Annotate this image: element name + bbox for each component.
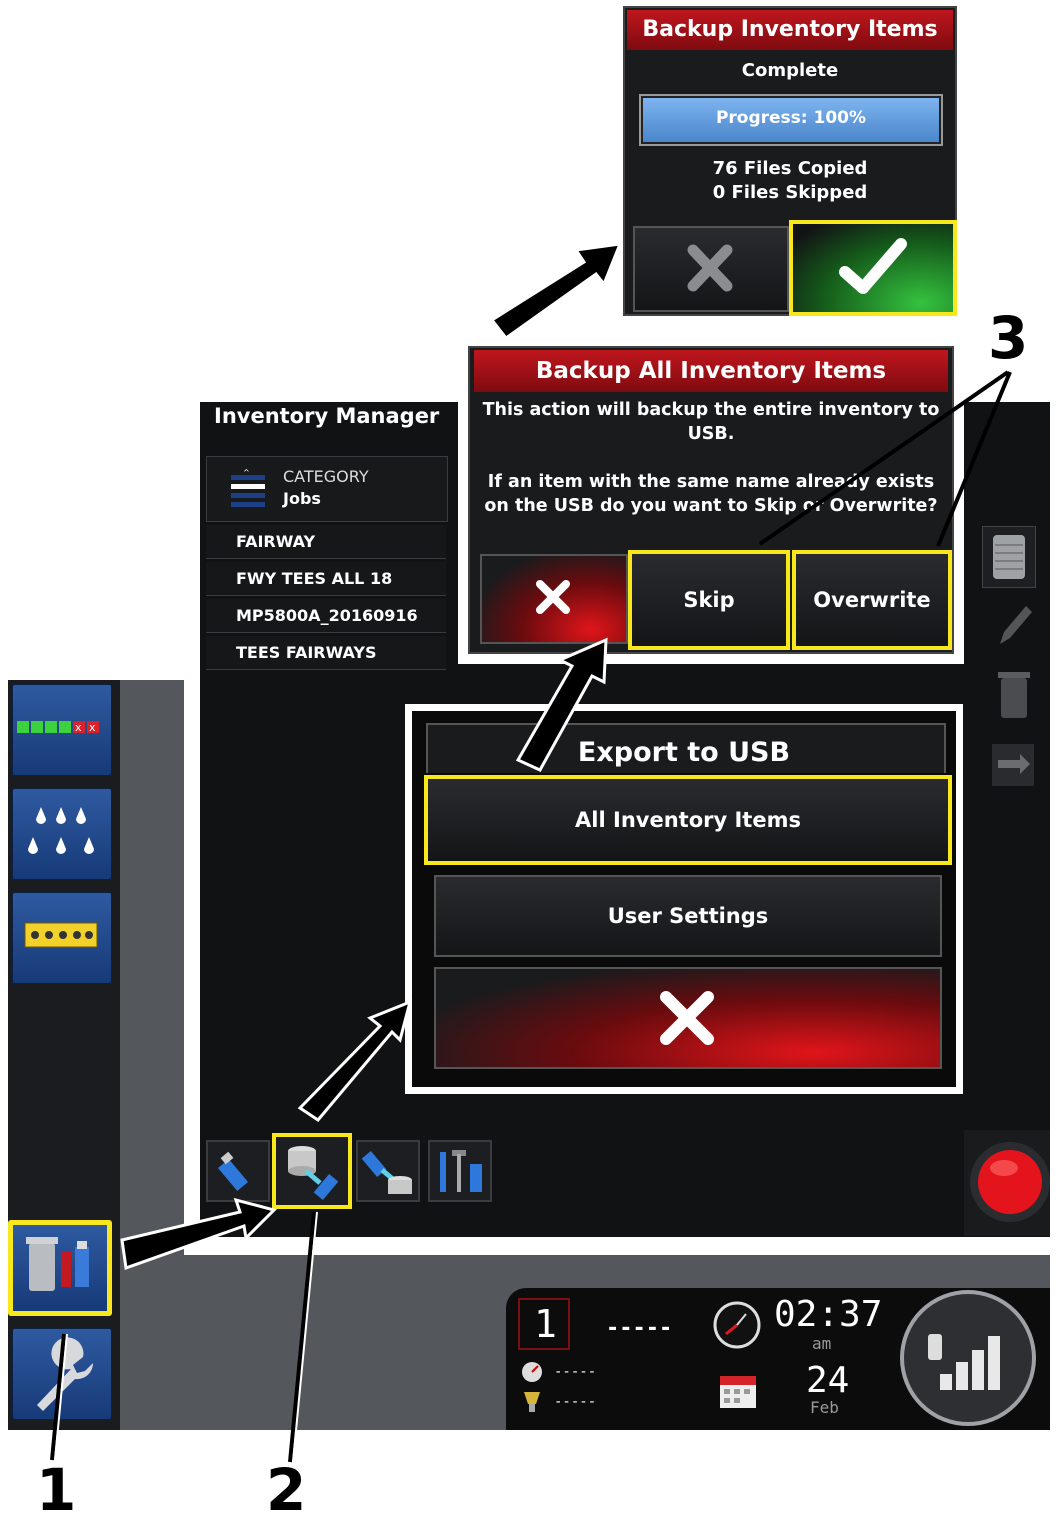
nozzle-icon	[524, 1392, 540, 1412]
cancel-button[interactable]	[434, 967, 942, 1069]
page-title: Inventory Manager	[214, 404, 440, 428]
pencil-icon[interactable]	[994, 600, 1034, 650]
usb-to-database-icon	[361, 1150, 412, 1194]
cancel-button[interactable]	[480, 554, 628, 644]
wrench-icon	[37, 1337, 94, 1411]
category-selector[interactable]: ^ CATEGORY Jobs	[206, 456, 448, 522]
status-bar: 1 ----- ----- ----- 02:37 am 24 Feb	[506, 1288, 1050, 1430]
clock-ampm: am	[812, 1334, 832, 1353]
import-from-usb-tab[interactable]	[356, 1140, 420, 1202]
list-scroll-icon	[993, 535, 1025, 579]
list-item[interactable]: MP5800A_20160916	[206, 599, 446, 633]
sidebar-tile-section-status[interactable]: x x	[12, 684, 112, 776]
callout-3: 3	[988, 304, 1029, 372]
files-copied: 76 Files Copied	[712, 158, 868, 179]
phone-icon	[928, 1334, 942, 1360]
list-item[interactable]: FWY TEES ALL 18	[206, 562, 446, 596]
leader-line-1	[50, 1333, 66, 1461]
export-to-usb-button[interactable]	[272, 1133, 352, 1209]
close-icon	[536, 580, 570, 614]
list-item[interactable]: TEES FAIRWAYS	[206, 636, 446, 670]
close-icon	[687, 244, 733, 292]
channel-number: 1	[534, 1302, 557, 1346]
arrow-to-export-dialog	[297, 999, 413, 1122]
category-list-icon: ^	[231, 469, 265, 507]
overwrite-button[interactable]: Overwrite	[792, 550, 952, 650]
date-day: 24	[806, 1360, 850, 1401]
tools-usb-icon	[440, 1150, 482, 1192]
close-icon	[660, 991, 714, 1045]
trash-icon[interactable]	[994, 668, 1034, 722]
sidebar-tile-nozzles[interactable]	[12, 788, 112, 880]
usb-export-tab[interactable]	[206, 1140, 270, 1202]
arrow-to-progress-dialog	[489, 242, 623, 341]
user-settings-button[interactable]: User Settings	[434, 875, 942, 957]
pressure-gauge-icon	[522, 1362, 542, 1382]
progress-fill	[643, 98, 939, 142]
sidebar-tile-booms[interactable]	[12, 892, 112, 984]
checkmark-icon	[839, 238, 907, 294]
calendar-icon	[720, 1376, 756, 1408]
spray-droplets-icon	[28, 807, 94, 854]
pressure-value: -----	[554, 1364, 597, 1380]
boom-sections-icon	[24, 922, 98, 948]
callout-1: 1	[36, 1456, 77, 1524]
right-list-button[interactable]	[982, 526, 1036, 588]
database-to-usb-icon	[288, 1146, 339, 1201]
svg-text:x: x	[75, 721, 82, 734]
category-value: Jobs	[283, 489, 321, 508]
svg-text:x: x	[89, 721, 96, 734]
signal-strength-button[interactable]	[898, 1288, 1038, 1428]
progress-label: Progress: 100%	[715, 108, 867, 128]
leader-line-2	[288, 1211, 316, 1463]
arrow-to-export-button	[120, 1197, 277, 1271]
dialog-message-1: This action will backup the entire inven…	[482, 400, 940, 444]
callout-2: 2	[266, 1456, 307, 1524]
backup-all-dialog: Backup All Inventory Items This action w…	[458, 336, 964, 664]
confirm-button[interactable]	[789, 220, 957, 316]
clock-icon	[713, 1301, 761, 1349]
inventory-trash-usb-icon	[26, 1237, 89, 1291]
progress-bar: Progress: 100%	[639, 94, 943, 146]
clock-time: 02:37	[774, 1294, 883, 1335]
category-label: CATEGORY	[283, 467, 369, 486]
record-button[interactable]	[964, 1130, 1050, 1236]
files-skipped: 0 Files Skipped	[712, 182, 868, 203]
arrow-to-backup-dialog	[515, 637, 608, 772]
dialog-title: Export to USB	[577, 737, 791, 768]
section-status-icon: x x	[17, 721, 99, 734]
date-month: Feb	[810, 1398, 839, 1417]
sidebar-tile-inventory[interactable]	[8, 1220, 112, 1316]
transfer-icon[interactable]	[990, 742, 1036, 788]
list-item[interactable]: FAIRWAY	[206, 525, 446, 559]
backup-progress-dialog: Backup Inventory Items Complete Progress…	[615, 0, 965, 324]
channel-value: -----	[606, 1316, 673, 1341]
usb-tools-tab[interactable]	[428, 1140, 492, 1202]
left-sidebar: x x	[8, 680, 120, 1430]
skip-button[interactable]: Skip	[628, 550, 790, 650]
dialog-title: Backup All Inventory Items	[474, 350, 948, 392]
export-to-usb-dialog: Export to USB All Inventory Items User S…	[405, 704, 963, 1094]
dialog-title: Backup Inventory Items	[627, 10, 953, 50]
cancel-button[interactable]	[633, 226, 789, 312]
all-inventory-items-button[interactable]: All Inventory Items	[424, 775, 952, 865]
status-text: Complete	[741, 60, 839, 81]
nozzle-value: -----	[554, 1394, 597, 1410]
usb-stick-icon	[217, 1151, 249, 1191]
leader-line-3b	[936, 371, 1012, 547]
leader-line-3a	[758, 370, 1010, 546]
svg-text:^: ^	[243, 469, 250, 477]
